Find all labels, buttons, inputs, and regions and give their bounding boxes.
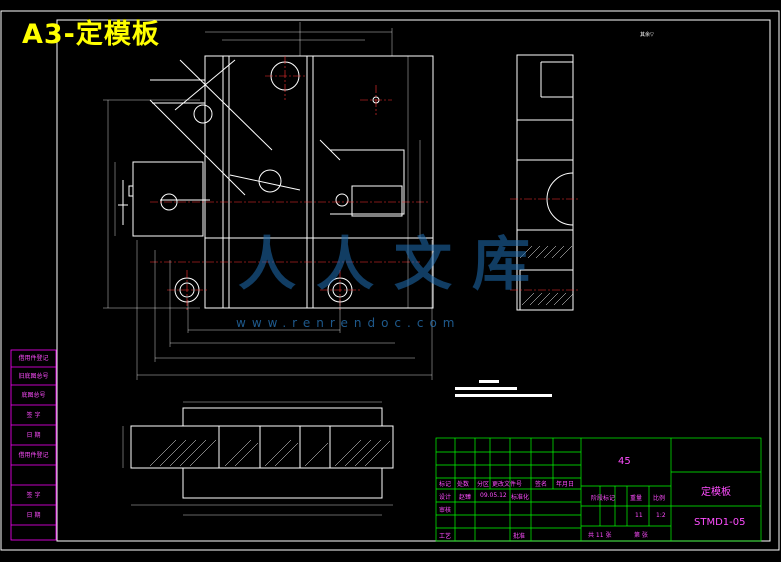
outer-border	[0, 10, 780, 551]
side-cell: 签 字	[26, 412, 41, 419]
watermark-url: www.renrendoc.com	[236, 316, 461, 330]
watermark-logo: 人人文库	[238, 230, 551, 298]
plan-view	[118, 55, 434, 309]
role-label: 设计	[439, 494, 452, 501]
side-cell: 借用件登记	[18, 355, 49, 362]
drawing-title: A3-定模板	[22, 19, 160, 50]
side-cell: 签 字	[26, 492, 41, 499]
designer-name: 赵臻	[459, 494, 472, 501]
plan-view-dimensions	[103, 22, 433, 380]
rev-header: 分区	[477, 481, 490, 488]
sheet-index: 第 张	[634, 532, 648, 539]
side-view	[516, 54, 574, 311]
section-view	[130, 407, 394, 499]
side-cell: 旧底图总号	[18, 373, 49, 380]
stage-label: 重量	[630, 495, 643, 502]
role-label: 工艺	[439, 533, 452, 540]
rev-header: 签名	[535, 481, 548, 488]
material: 45	[618, 456, 631, 467]
rev-header: 更改文件号	[492, 481, 523, 488]
inner-border	[56, 19, 771, 542]
approve-label: 批准	[513, 533, 526, 540]
side-view-hatch	[519, 245, 574, 306]
side-view-centerlines	[510, 198, 580, 291]
rev-header: 标记	[439, 481, 452, 488]
rev-header: 年月日	[556, 481, 575, 488]
stage-label: 阶段标记	[591, 495, 616, 502]
side-cell: 日 期	[26, 432, 41, 439]
side-cell: 借用件登记	[18, 452, 49, 459]
role-label: 标准化	[511, 494, 530, 501]
sheet-total: 共 11 张	[588, 532, 612, 539]
scale-value: 1:2	[656, 512, 666, 519]
side-cell: 日 期	[26, 512, 41, 519]
design-date: 09.05.12	[480, 492, 507, 499]
title-block-grid	[435, 437, 762, 542]
section-view-dimensions	[122, 401, 393, 516]
weight-value: 11	[635, 512, 643, 519]
section-view-hatch	[149, 439, 391, 467]
drawing-number: STMD1-05	[694, 517, 746, 528]
role-label: 审核	[439, 507, 452, 514]
part-name: 定模板	[701, 487, 731, 498]
stage-label: 比例	[653, 495, 666, 502]
top-note: 其余▽	[640, 32, 654, 38]
plan-view-centerlines	[150, 56, 430, 310]
side-cell: 底图总号	[21, 392, 46, 399]
rev-header: 处数	[457, 481, 470, 488]
legend-bars	[455, 380, 552, 397]
side-table-grid	[10, 349, 57, 541]
